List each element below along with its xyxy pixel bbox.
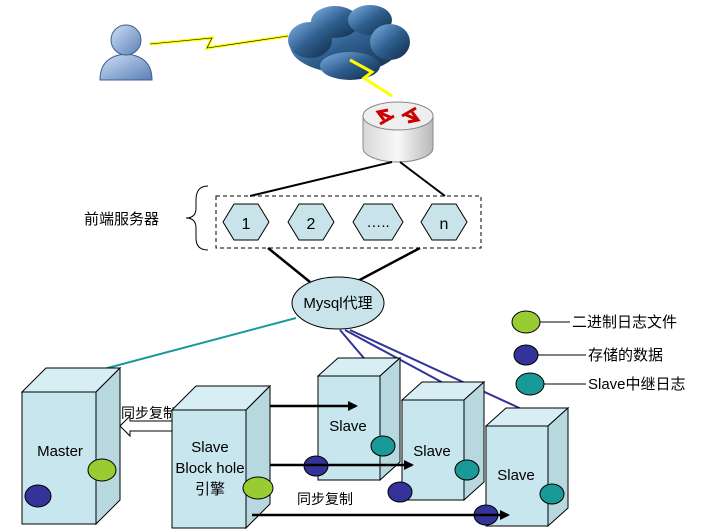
frontend-node-n: n [420, 203, 468, 241]
svg-text:n: n [440, 216, 449, 233]
legend: 二进制日志文件 存储的数据 Slave中继日志 [511, 310, 686, 396]
user-icon [99, 24, 153, 81]
frontend-node-3: ….. [352, 203, 404, 241]
svg-text:Slave: Slave [191, 439, 229, 456]
frontend-node-1: 1 [222, 203, 270, 241]
svg-text:1: 1 [242, 216, 251, 233]
router-icon [362, 101, 434, 163]
svg-text:Slave中继日志: Slave中继日志 [588, 376, 686, 393]
svg-text:二进制日志文件: 二进制日志文件 [572, 314, 677, 331]
cloud-icon [288, 5, 410, 80]
svg-text:存储的数据: 存储的数据 [588, 347, 663, 364]
svg-text:2: 2 [307, 216, 316, 233]
lightning-outline [149, 35, 289, 49]
blackhole-server: Slave Block hole 引擎 [170, 384, 274, 530]
svg-text:Slave: Slave [413, 443, 451, 460]
svg-text:引擎: 引擎 [195, 481, 225, 498]
legend-item-relaylog: Slave中继日志 [515, 372, 686, 396]
svg-text:…..: ….. [366, 214, 389, 231]
svg-text:Slave: Slave [329, 418, 367, 435]
brace [185, 185, 209, 251]
slave-server-3: Slave [473, 406, 570, 528]
sync-label-bottom: 同步复制 [297, 491, 353, 507]
frontend-label: 前端服务器 [84, 211, 159, 228]
svg-text:Mysql代理: Mysql代理 [303, 295, 372, 312]
frontend-group [215, 195, 482, 249]
frontend-node-2: 2 [287, 203, 335, 241]
svg-text:Slave: Slave [497, 467, 535, 484]
lightning-icon-2 [349, 58, 393, 98]
legend-item-binlog: 二进制日志文件 [511, 310, 677, 334]
slave-server-1: Slave [303, 356, 402, 482]
master-server: Master [20, 366, 122, 526]
slave-server-2: Slave [387, 380, 486, 503]
svg-text:Block hole: Block hole [175, 460, 244, 477]
mysql-proxy: Mysql代理 [291, 276, 385, 330]
legend-item-data: 存储的数据 [513, 344, 663, 366]
svg-text:Master: Master [37, 443, 83, 460]
sync-label-top: 同步复制 [121, 405, 177, 421]
